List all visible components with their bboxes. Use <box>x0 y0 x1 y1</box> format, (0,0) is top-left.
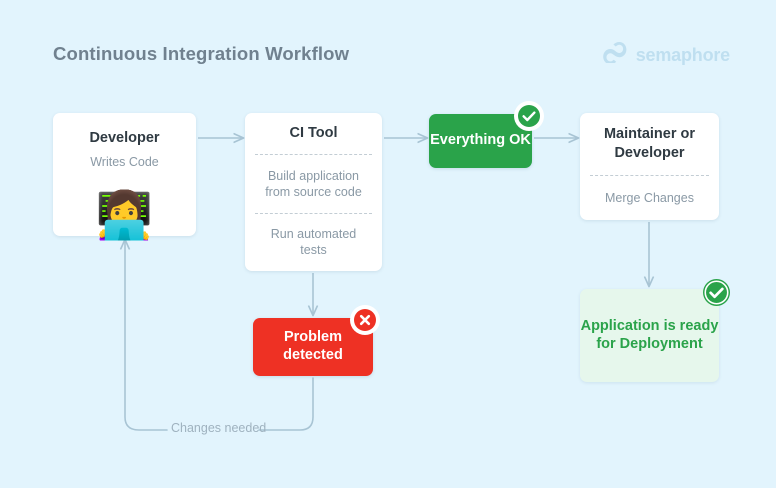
ci-tool-step-1: Build application from source code <box>245 155 382 213</box>
node-developer[interactable]: Developer Writes Code 👩‍💻 <box>53 113 196 241</box>
node-ci-tool[interactable]: CI Tool Build application from source co… <box>245 113 382 271</box>
maintainer-header: Maintainer or Developer <box>580 113 719 175</box>
developer-subtitle: Writes Code <box>90 154 159 169</box>
maintainer-title: Maintainer or Developer <box>603 126 696 161</box>
brand-name: semaphore <box>635 44 730 65</box>
maintainer-subtitle: Merge Changes <box>605 190 694 205</box>
page-title: Continuous Integration Workflow <box>53 43 350 64</box>
brand-logo: semaphore <box>601 42 730 68</box>
semaphore-wave-icon <box>601 42 627 68</box>
maintainer-divider <box>590 175 709 176</box>
feedback-edge-label: Changes needed <box>171 421 267 435</box>
check-circle-icon <box>703 279 730 306</box>
node-maintainer[interactable]: Maintainer or Developer Merge Changes <box>580 113 719 220</box>
ci-tool-header: CI Tool <box>245 113 382 154</box>
developer-title: Developer <box>89 130 160 146</box>
x-circle-icon <box>350 305 380 335</box>
ci-tool-step-2: Run automated tests <box>245 214 382 272</box>
check-circle-icon <box>514 101 544 131</box>
node-application-ready[interactable]: Application is ready for Deployment <box>580 289 719 382</box>
maintainer-action: Merge Changes <box>580 176 719 220</box>
ci-tool-divider-2 <box>255 212 372 214</box>
ci-tool-step-1-label: Build application from source code <box>265 168 362 199</box>
ci-tool-step-2-label: Run automated tests <box>270 227 357 258</box>
ci-tool-divider-1 <box>255 154 372 155</box>
ci-tool-title: CI Tool <box>289 125 338 142</box>
woman-technologist-emoji: 👩‍💻 <box>95 189 154 241</box>
